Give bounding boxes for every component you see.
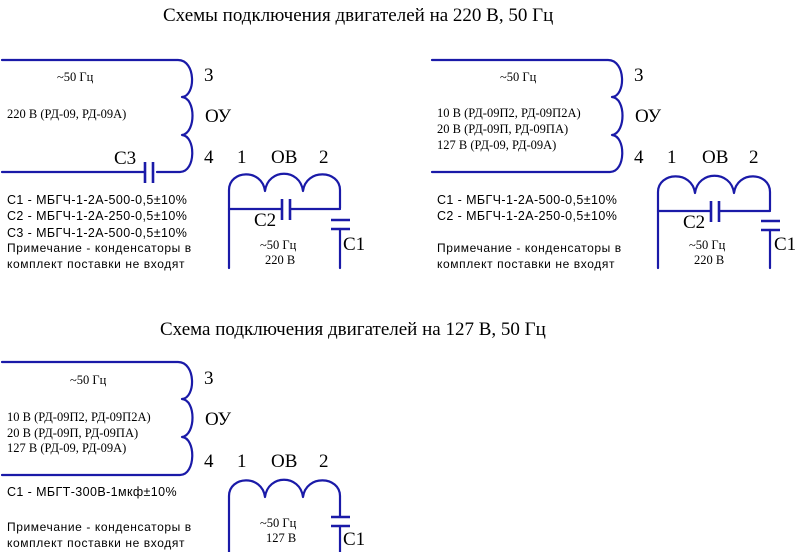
frequency-label: ~50 Гц (500, 70, 537, 84)
terminal-1-label: 1 (667, 147, 677, 168)
capacitor-c2-symbol (280, 199, 292, 220)
capacitor-c2-symbol (709, 201, 721, 222)
excitation-winding-coil (227, 172, 342, 270)
terminal-3-label: 3 (204, 368, 214, 389)
terminal-1-label: 1 (237, 147, 247, 168)
winding-ov-label: ОВ (702, 147, 728, 168)
capacitor-c2-label: С2 (254, 210, 276, 231)
part-c3: С3 - МБГЧ-1-2А-500-0,5±10% (7, 226, 187, 240)
supply-frequency: ~50 Гц (260, 238, 297, 252)
capacitor-c2-label: С2 (683, 212, 705, 233)
frequency-label: ~50 Гц (57, 70, 94, 84)
winding-ou-label: ОУ (205, 106, 232, 127)
diagram-c: ~50 Гц 10 В (РД-09П2, РД-09П2А) 20 В (РД… (0, 360, 365, 552)
supply-voltage: 220 В (265, 253, 295, 267)
part-c1: С1 - МБГЧ-1-2А-500-0,5±10% (7, 193, 187, 207)
section-title-220: Схемы подключения двигателей на 220 В, 5… (163, 5, 553, 26)
voltage-label-127v: 127 В (РД-09, РД-09А) (437, 138, 556, 152)
supply-voltage: 127 В (266, 531, 296, 545)
excitation-winding-coil (227, 478, 342, 552)
capacitor-c1-symbol (331, 218, 350, 231)
winding-ov-label: ОВ (271, 147, 297, 168)
winding-ou-label: ОУ (635, 106, 662, 127)
section-title-127: Схема подключения двигателей на 127 В, 5… (160, 319, 546, 340)
terminal-4-label: 4 (204, 451, 214, 472)
terminal-3-label: 3 (634, 65, 644, 86)
terminal-4-label: 4 (204, 147, 214, 168)
control-winding-coil (430, 58, 624, 174)
voltage-label-10v: 10 В (РД-09П2, РД-09П2А) (437, 106, 581, 120)
capacitor-c1-label: С1 (774, 234, 796, 255)
note-line-1: Примечание - конденсаторы в (437, 241, 622, 255)
capacitor-c1-label: С1 (343, 234, 365, 255)
terminal-1-label: 1 (237, 451, 247, 472)
part-c2: С2 - МБГЧ-1-2А-250-0,5±10% (7, 209, 187, 223)
winding-ou-label: ОУ (205, 409, 232, 430)
diagram-b: ~50 Гц 10 В (РД-09П2, РД-09П2А) 20 В (РД… (430, 58, 796, 271)
note-line-1: Примечание - конденсаторы в (7, 520, 192, 534)
voltage-label-20v: 20 В (РД-09П, РД-09ПА) (7, 426, 138, 440)
note-line-2: комплект поставки не входят (7, 536, 185, 550)
frequency-label: ~50 Гц (70, 373, 107, 387)
diagram-a: ~50 Гц 220 В (РД-09, РД-09А) С3 3 ОУ 4 1… (0, 58, 365, 271)
voltage-label: 220 В (РД-09, РД-09А) (7, 107, 126, 121)
part-c1: С1 - МБГТ-300В-1мкф±10% (7, 485, 177, 499)
control-winding-coil (0, 360, 194, 477)
voltage-label-20v: 20 В (РД-09П, РД-09ПА) (437, 122, 568, 136)
supply-frequency: ~50 Гц (689, 238, 726, 252)
capacitor-c1-symbol (761, 219, 780, 232)
capacitor-c3-symbol (143, 162, 155, 183)
terminal-2-label: 2 (749, 147, 759, 168)
supply-voltage: 220 В (694, 253, 724, 267)
terminal-2-label: 2 (319, 451, 329, 472)
capacitor-c3-label: С3 (114, 148, 136, 169)
part-c2: С2 - МБГЧ-1-2А-250-0,5±10% (437, 209, 617, 223)
control-winding-coil (0, 58, 194, 174)
excitation-winding-coil (656, 174, 772, 270)
winding-ov-label: ОВ (271, 451, 297, 472)
note-line-2: комплект поставки не входят (7, 257, 185, 271)
note-line-2: комплект поставки не входят (437, 257, 615, 271)
note-line-1: Примечание - конденсаторы в (7, 241, 192, 255)
terminal-2-label: 2 (319, 147, 329, 168)
part-c1: С1 - МБГЧ-1-2А-500-0,5±10% (437, 193, 617, 207)
capacitor-c1-symbol (331, 515, 350, 528)
capacitor-c1-label: С1 (343, 529, 365, 550)
supply-frequency: ~50 Гц (260, 516, 297, 530)
voltage-label-127v: 127 В (РД-09, РД-09А) (7, 441, 126, 455)
voltage-label-10v: 10 В (РД-09П2, РД-09П2А) (7, 410, 151, 424)
terminal-4-label: 4 (634, 147, 644, 168)
terminal-3-label: 3 (204, 65, 214, 86)
